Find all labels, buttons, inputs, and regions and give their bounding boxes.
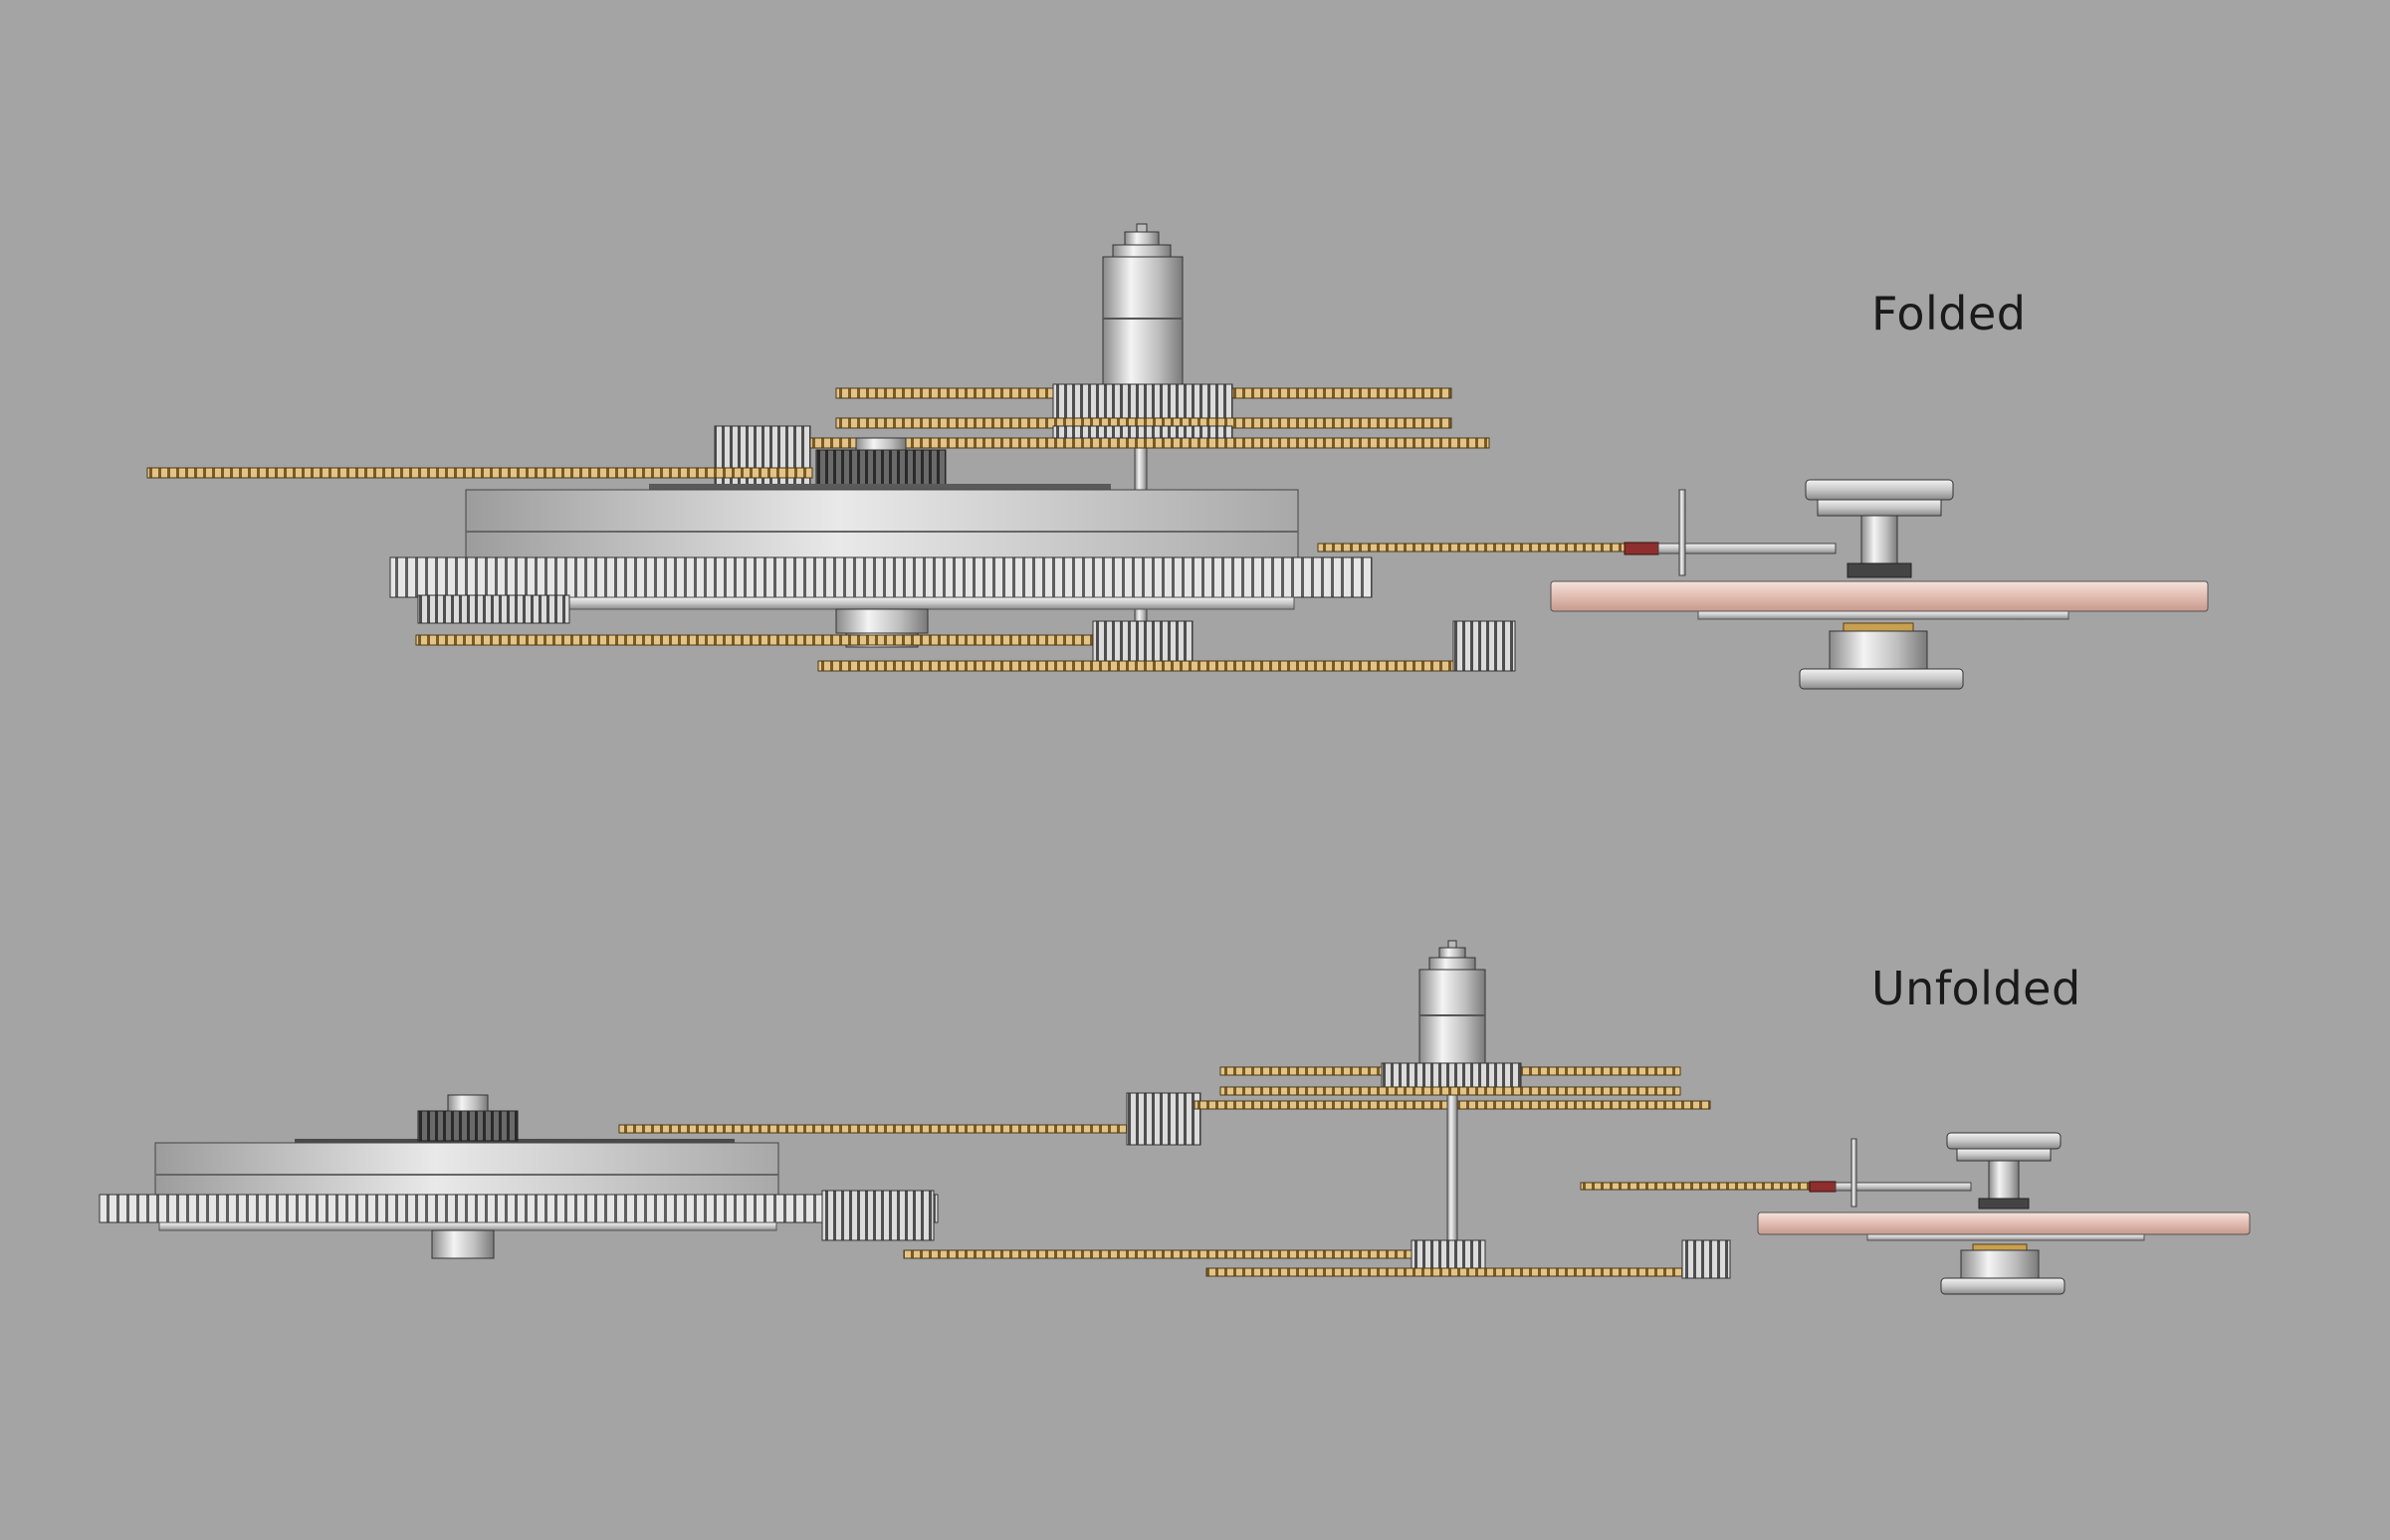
barrel-arbor-hub xyxy=(431,1229,495,1259)
intermediate-pinion xyxy=(1126,1092,1201,1146)
barrel-arbor-hub xyxy=(835,608,929,634)
hour-wheel-pinion xyxy=(1052,383,1233,419)
hairspring-collet xyxy=(1972,1243,2028,1251)
cannon-pinion xyxy=(1102,256,1184,387)
center-pinion xyxy=(821,1190,935,1241)
unfolded-label: Unfolded xyxy=(1871,962,2081,1015)
pallet-arbor xyxy=(1678,489,1686,576)
folded-assembly xyxy=(146,223,2209,690)
cannon-pinion-top xyxy=(1124,231,1160,247)
minute-wheel xyxy=(1219,1086,1681,1096)
third-pinion xyxy=(1411,1239,1486,1273)
center-arbor xyxy=(1446,1094,1458,1245)
escape-wheel xyxy=(817,660,1468,672)
escape-pinion xyxy=(1681,1239,1731,1279)
center-pinion xyxy=(1092,620,1194,666)
pallet-fork xyxy=(1835,1182,1972,1192)
balance-staff xyxy=(1860,515,1898,564)
pallet-jewel xyxy=(1624,542,1659,555)
balance-staff xyxy=(1988,1160,2020,1200)
pallet-arbor xyxy=(1850,1138,1857,1208)
fourth-wheel xyxy=(618,1124,1140,1134)
barrel xyxy=(154,1142,779,1196)
ratchet-wheel xyxy=(417,1110,519,1142)
barrel-gear xyxy=(99,1194,939,1223)
pallet-jewel xyxy=(1809,1181,1837,1193)
barrel xyxy=(465,489,1299,558)
third-wheel-pinion xyxy=(1052,425,1233,439)
cannon-pinion xyxy=(1418,969,1486,1066)
hour-wheel-pinion xyxy=(1381,1062,1522,1090)
balance-wheel xyxy=(1550,580,2209,612)
intermediate-pinion xyxy=(714,425,811,491)
center-wheel xyxy=(903,1249,1422,1259)
pallet-fork xyxy=(1657,543,1837,554)
ratchet-wheel xyxy=(417,594,570,624)
fourth-wheel xyxy=(146,467,813,479)
folded-label: Folded xyxy=(1871,287,2027,340)
balance-wheel xyxy=(1757,1211,2251,1235)
unfolded-assembly xyxy=(99,940,2251,1295)
barrel-gear xyxy=(389,556,1373,598)
roller-table xyxy=(1960,1249,2040,1281)
balance-cock-top xyxy=(1946,1132,2062,1150)
hairspring-collet xyxy=(1843,622,1914,632)
barrel-cover xyxy=(649,484,1111,490)
center-wheel xyxy=(415,634,1104,646)
escape-wheel xyxy=(1205,1267,1695,1277)
escape-pinion xyxy=(1452,620,1516,672)
roller-table xyxy=(1829,630,1928,672)
balance-cock-top xyxy=(1805,479,1954,501)
